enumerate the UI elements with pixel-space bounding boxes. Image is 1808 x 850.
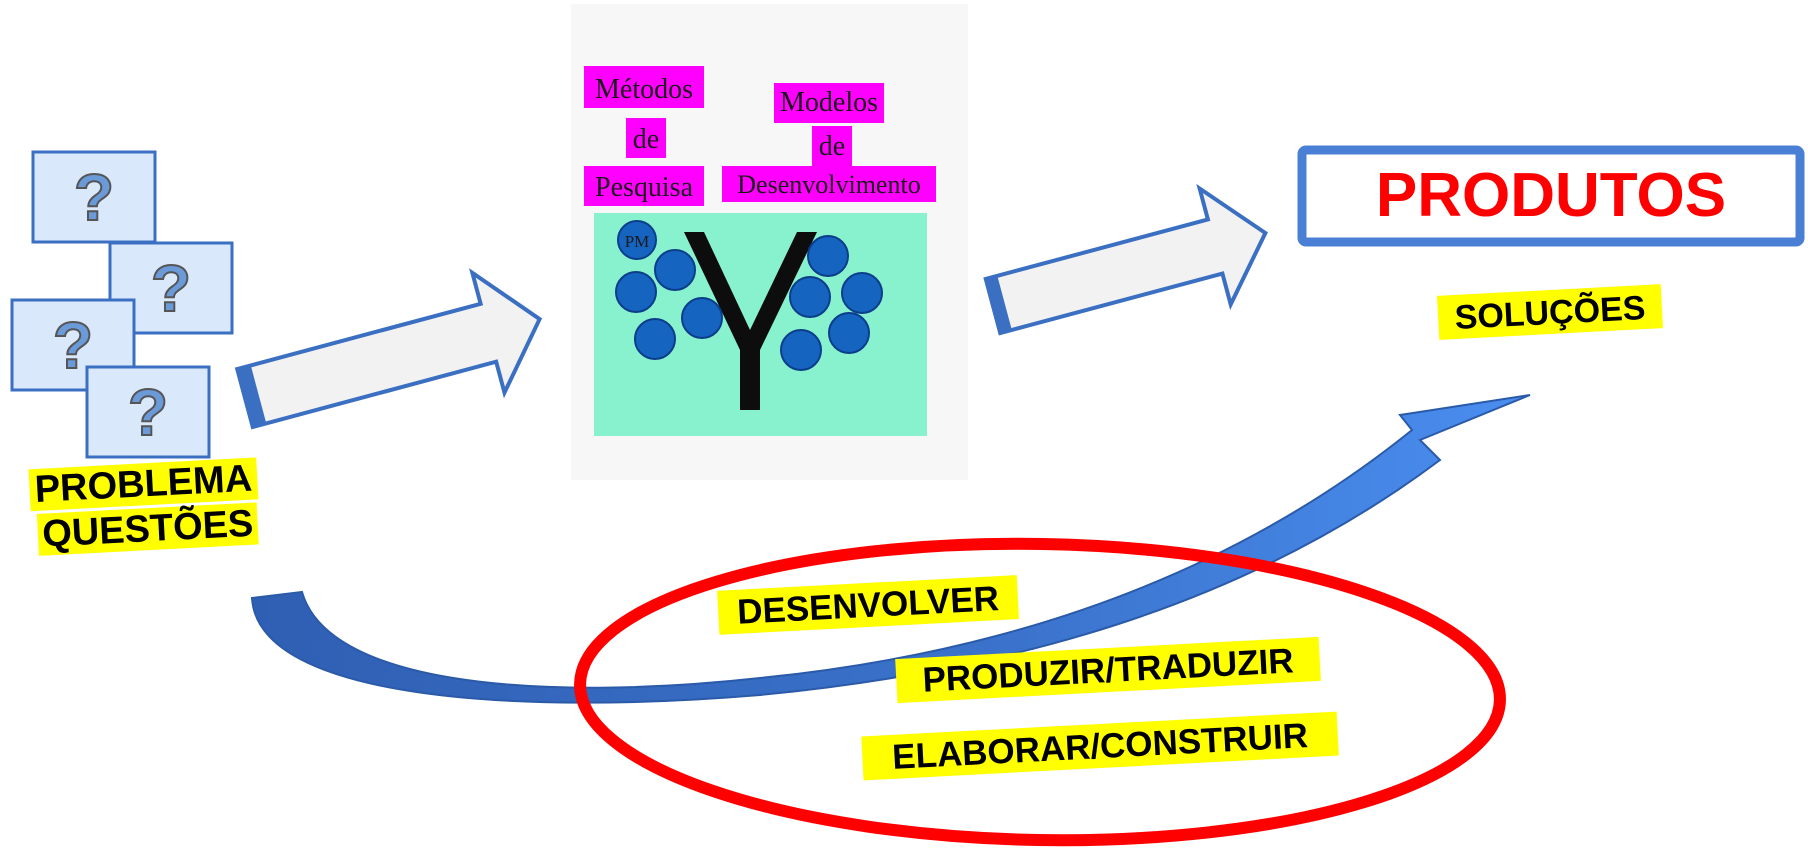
products-box: PRODUTOS — [1297, 145, 1805, 247]
question-card: ? — [85, 365, 211, 459]
flow-arrow-to-products — [983, 183, 1268, 336]
methods-label: Métodos de Pesquisa — [584, 66, 704, 206]
question-mark-icon: ? — [74, 160, 114, 234]
problem-label: PROBLEMA QUESTÕES — [28, 457, 259, 556]
models-label: Modelos de Desenvolvimento — [722, 83, 936, 202]
action-item: DESENVOLVER — [717, 575, 1019, 635]
pm-node-label: PM — [625, 232, 650, 251]
action-item: ELABORAR/CONSTRUIR — [861, 711, 1339, 781]
products-title: PRODUTOS — [1376, 161, 1726, 230]
methods-line1: Métodos — [595, 74, 693, 105]
tree-nodes — [615, 220, 883, 371]
tree-panel: PM — [594, 213, 927, 436]
methods-line3: Pesquisa — [595, 172, 694, 203]
models-line2: de — [819, 131, 845, 162]
models-line3: Desenvolvimento — [737, 170, 920, 199]
question-card: ? — [31, 150, 157, 244]
question-card: ? — [108, 241, 234, 335]
question-card: ? — [10, 298, 136, 392]
solutions-label: SOLUÇÕES — [1437, 284, 1663, 340]
flow-arrow-to-methods — [234, 268, 543, 430]
question-mark-icon: ? — [128, 375, 168, 449]
problem-text: PROBLEMA — [34, 458, 253, 511]
methods-line2: de — [633, 124, 659, 155]
y-shape — [684, 232, 817, 410]
curved-flow-arrow — [250, 394, 1531, 704]
models-line1: Modelos — [780, 87, 878, 118]
action-develop-text: DESENVOLVER — [736, 579, 1000, 632]
actions-ellipse — [574, 537, 1506, 847]
question-mark-icon: ? — [151, 251, 191, 325]
question-cards: ? ? ? ? — [10, 150, 234, 459]
